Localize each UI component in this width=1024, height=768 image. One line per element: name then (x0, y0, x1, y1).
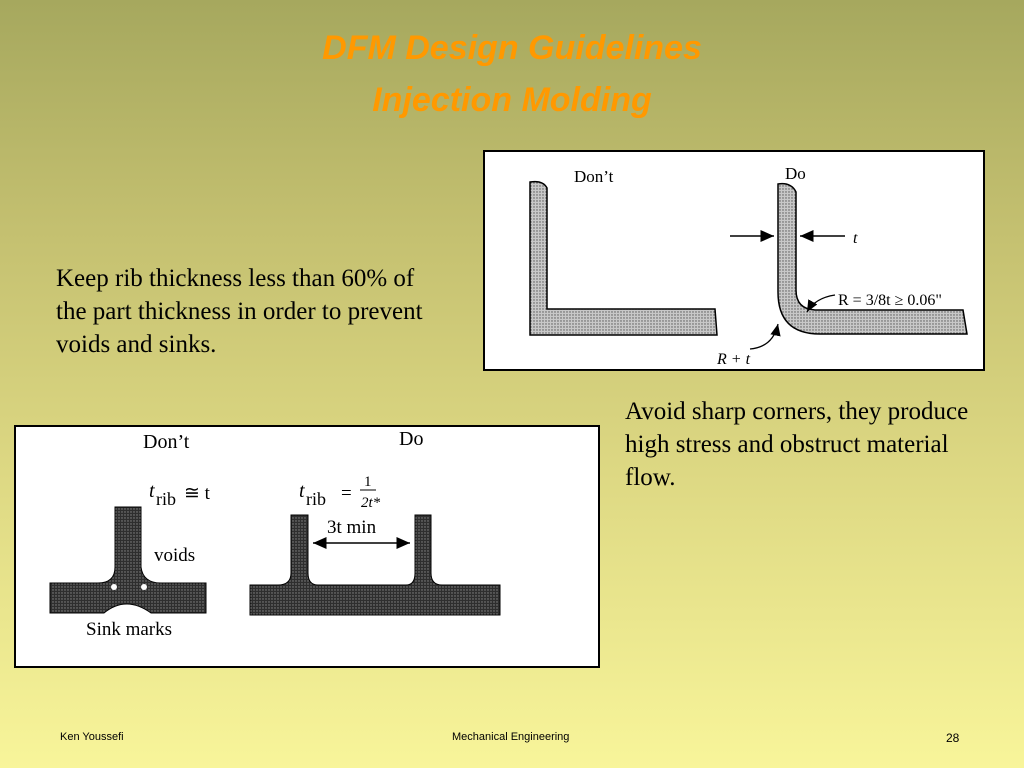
rib-figure: Don’t Do t rib ≅ t t rib = 1 2t* 3t min … (14, 425, 600, 668)
svg-text:t: t (149, 480, 155, 502)
corner-t-label: t (853, 230, 858, 247)
svg-text:t: t (299, 480, 305, 502)
rib-dont-label: Don’t (143, 431, 190, 453)
do-formula: t rib = 1 2t* (299, 474, 381, 511)
svg-text:1: 1 (364, 474, 372, 490)
rib-guideline-text: Keep rib thickness less than 60% of the … (56, 265, 423, 358)
corner-diagram: Don’t Do t R = 3/8t ≥ 0.06" R + t (529, 164, 968, 368)
sink-marks-label: Sink marks (86, 619, 172, 640)
voids-label: voids (154, 545, 195, 566)
corner-do-label: Do (785, 164, 806, 183)
svg-text:rib: rib (306, 489, 326, 509)
svg-text:=: = (341, 483, 352, 504)
footer-page-number: 28 (946, 731, 960, 745)
thick-rib-shape (49, 506, 207, 614)
dont-formula: t rib ≅ t (149, 480, 211, 509)
slide-title-line2: Injection Molding (372, 81, 652, 119)
slide-title-line1: DFM Design Guidelines (322, 29, 702, 67)
svg-text:rib: rib (156, 489, 176, 509)
rib-diagram: Don’t Do t rib ≅ t t rib = 1 2t* 3t min … (49, 428, 501, 640)
void-right (141, 584, 147, 590)
corner-outer-radius-label: R + t (716, 351, 751, 368)
svg-text:≅ t: ≅ t (184, 483, 211, 504)
rib-do-label: Do (399, 428, 423, 450)
thin-rib-shape (249, 514, 501, 616)
radius-leader (806, 294, 836, 313)
void-left (111, 584, 117, 590)
radiused-corner-shape (777, 182, 968, 335)
corner-radius-label: R = 3/8t ≥ 0.06" (838, 292, 942, 309)
corner-figure: Don’t Do t R = 3/8t ≥ 0.06" R + t (483, 150, 985, 371)
outer-radius-leader (749, 323, 781, 350)
corner-dont-label: Don’t (574, 167, 614, 186)
sharp-corner-shape (529, 180, 718, 336)
corner-guideline-text: Avoid sharp corners, they produce high s… (625, 398, 969, 491)
spacing-label: 3t min (327, 517, 377, 538)
footer-department: Mechanical Engineering (452, 731, 570, 743)
footer-author: Ken Youssefi (60, 731, 124, 743)
svg-text:2t*: 2t* (361, 495, 381, 511)
